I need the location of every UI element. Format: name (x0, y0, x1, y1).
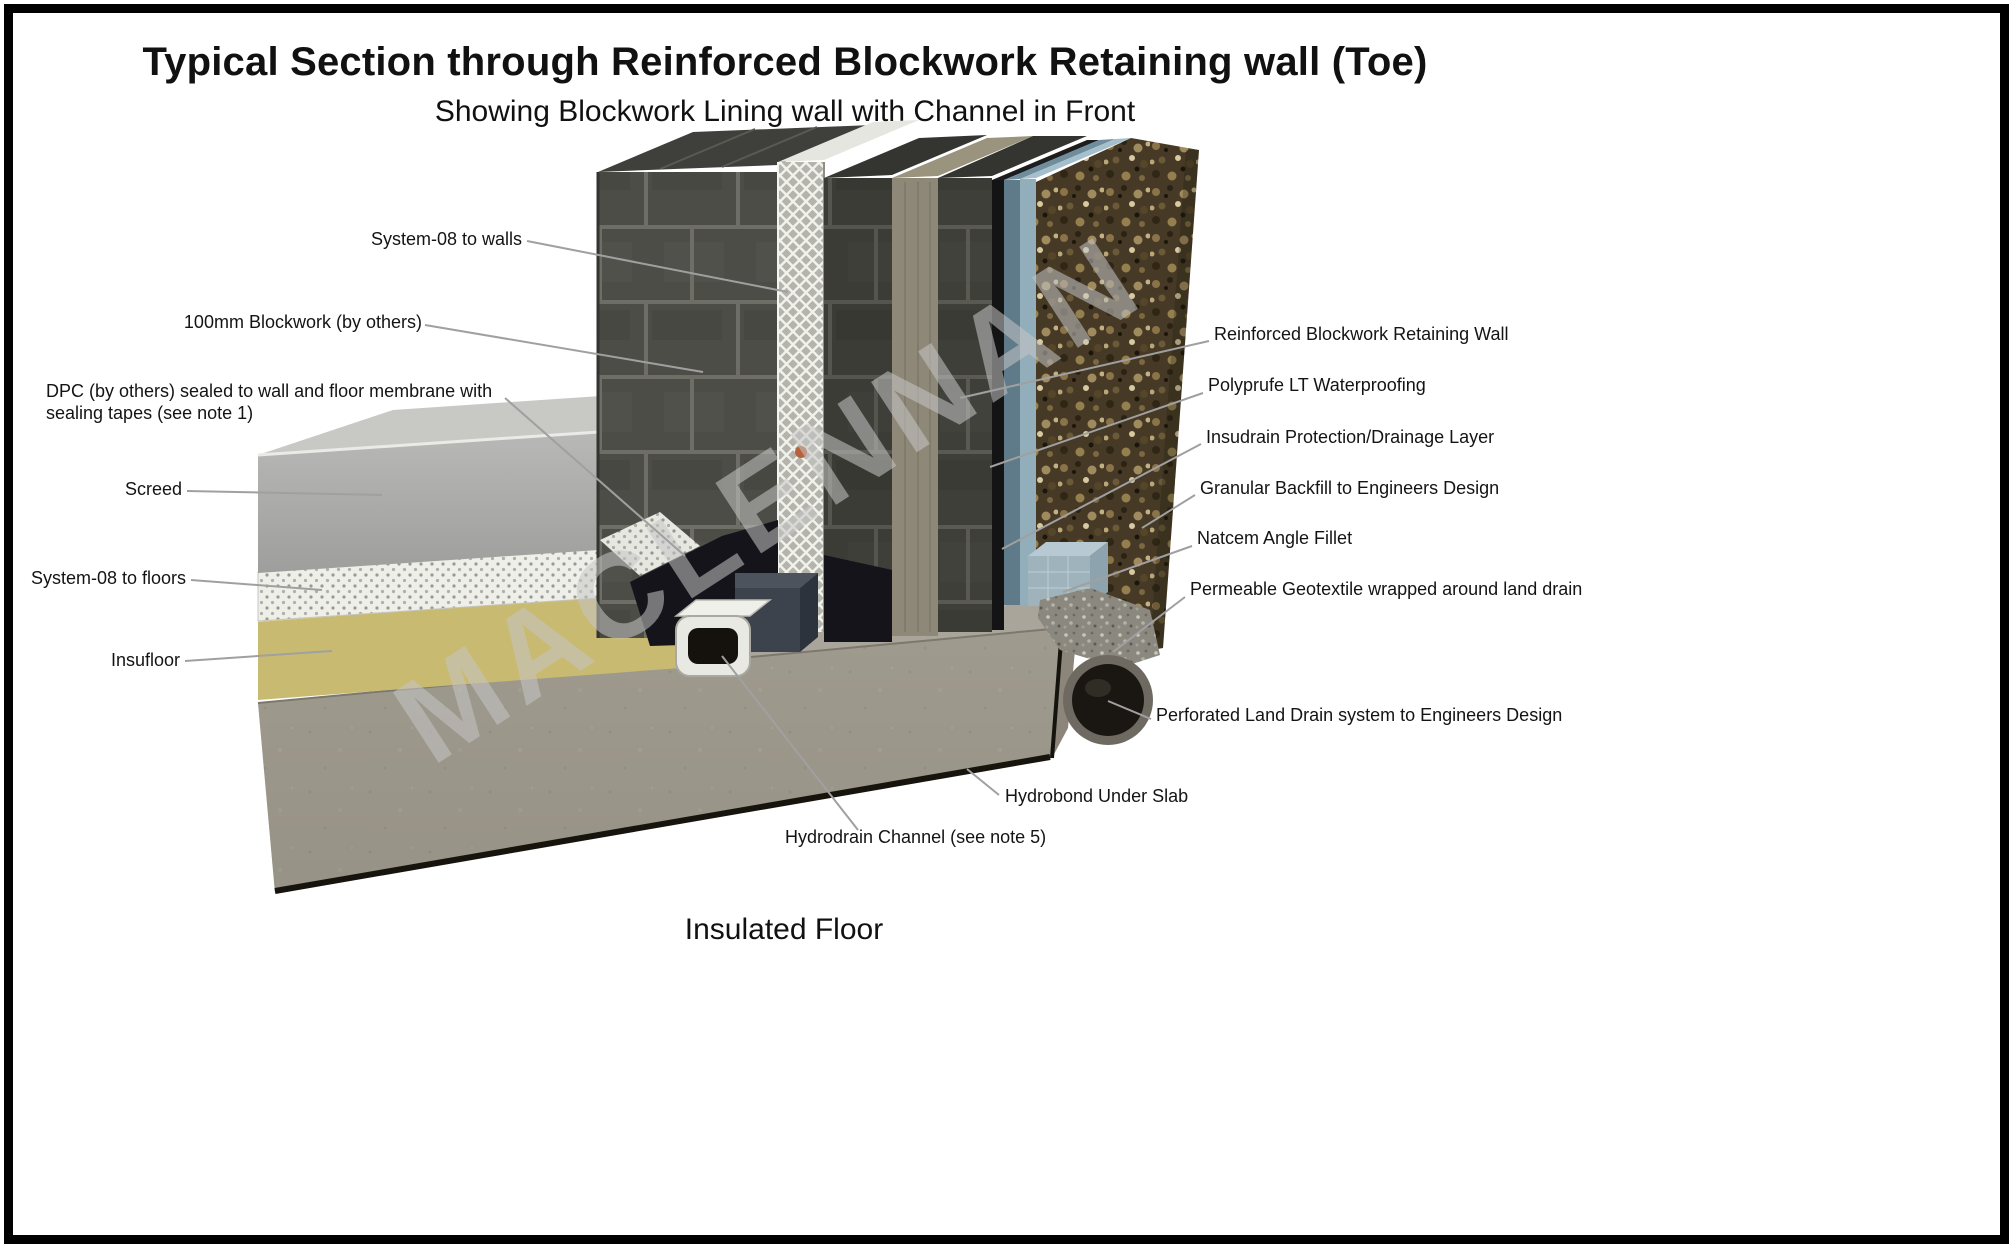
label-blockwork-100mm: 100mm Blockwork (by others) (183, 312, 422, 332)
leader-insufloor (184, 650, 333, 662)
waterproofing-membrane (992, 140, 1099, 630)
diagram-caption-insulated-floor: Insulated Floor (684, 913, 884, 946)
leader-retaining-wall (959, 340, 1210, 399)
leader-screed (186, 490, 383, 496)
label-natcem-fillet: Natcem Angle Fillet (1197, 528, 1353, 548)
mesh-fixing-dot (795, 446, 807, 458)
grout-column (892, 136, 1033, 636)
insudrain-layer (1020, 138, 1131, 605)
land-drain-pipe (1063, 655, 1153, 745)
polyprufe-layer (1004, 139, 1115, 605)
label-polyprufe: Polyprufe LT Waterproofing (1208, 375, 1426, 395)
leader-hydrodrain (721, 655, 859, 831)
retaining-wall-blockwork (824, 135, 1087, 640)
leader-lines (184, 240, 1210, 831)
leader-dpc (504, 397, 686, 557)
label-retaining-wall: Reinforced Blockwork Retaining Wall (1214, 324, 1509, 344)
page-title: Typical Section through Reinforced Block… (142, 40, 1428, 84)
label-insudrain: Insudrain Protection/Drainage Layer (1206, 427, 1495, 447)
geotextile-wrap (1038, 588, 1160, 668)
leader-geotextile (1112, 596, 1186, 653)
leader-blockwork-100mm (424, 324, 704, 373)
floor-membrane-lap (600, 512, 700, 576)
hydrodrain-channel (673, 599, 773, 677)
leader-land-drain (1107, 700, 1152, 720)
label-dpc: DPC (by others) sealed to wall and floor… (46, 381, 493, 423)
label-land-drain: Perforated Land Drain system to Engineer… (1156, 705, 1563, 725)
label-insufloor: Insufloor (110, 650, 180, 670)
label-geotextile: Permeable Geotextile wrapped around land… (1190, 579, 1583, 599)
leader-system08-floors (190, 579, 323, 591)
leader-natcem (1062, 545, 1193, 593)
label-hydrodrain: Hydrodrain Channel (see note 5) (785, 827, 1047, 847)
label-screed: Screed (124, 479, 182, 499)
leader-granular (1141, 494, 1196, 529)
leader-hydrobond (966, 768, 1000, 796)
label-system08-walls: System-08 to walls (370, 229, 522, 249)
system08-wall-mesh (777, 120, 919, 632)
granular-backfill (1036, 138, 1199, 660)
label-system08-floors: System-08 to floors (30, 568, 186, 588)
hydrobond-underslab-membrane (274, 754, 1051, 894)
label-granular-backfill: Granular Backfill to Engineers Design (1200, 478, 1500, 498)
leader-insudrain (1001, 443, 1202, 550)
page-subtitle: Showing Blockwork Lining wall with Chann… (434, 95, 1136, 128)
leader-polyprufe (989, 392, 1204, 468)
label-hydrobond: Hydrobond Under Slab (1005, 786, 1189, 806)
leader-system08-walls (526, 240, 789, 293)
